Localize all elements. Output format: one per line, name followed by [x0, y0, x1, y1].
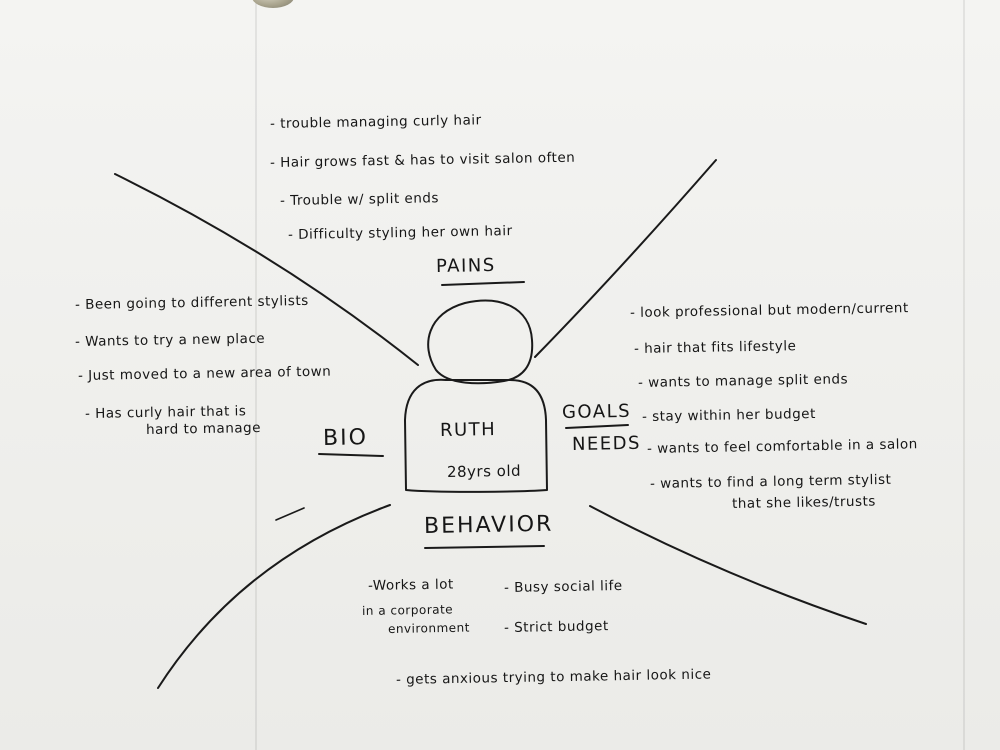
behavior-heading: BEHAVIOR: [423, 511, 554, 539]
bio-item-2: - Wants to try a new place: [74, 330, 266, 350]
behavior-item-1: -Works a lot: [367, 576, 454, 594]
needs-heading: NEEDS: [571, 432, 642, 455]
bio-heading: BIO: [322, 425, 369, 451]
divider-line-upper-right: [534, 159, 717, 358]
persona-body: [404, 378, 548, 493]
goals-underline: [565, 424, 629, 429]
persona-head: [427, 299, 534, 385]
pains-heading: PAINS: [435, 254, 496, 277]
goals-item-4: - stay within her budget: [641, 405, 816, 425]
divider-line-lower-right: [589, 505, 867, 625]
divider-line-lower-left: [157, 504, 391, 689]
persona-age: 28yrs old: [446, 461, 522, 481]
pains-underline: [441, 281, 525, 286]
board-seam-right: [963, 0, 965, 750]
persona-name: RUTH: [439, 419, 497, 441]
behavior-item-2: in a corporate: [361, 602, 454, 618]
behavior-item-5: - Strict budget: [503, 618, 609, 636]
pains-item-3: - Trouble w/ split ends: [279, 190, 440, 209]
stray-mark: [275, 507, 305, 521]
bio-item-4: - Has curly hair that is: [84, 403, 247, 422]
divider-line-upper-left: [114, 173, 419, 366]
goals-item-2: - hair that fits lifestyle: [633, 338, 797, 357]
bio-underline: [318, 453, 384, 457]
goals-heading: GOALS: [561, 400, 632, 423]
board-seam-left: [255, 0, 257, 750]
behavior-item-3: environment: [387, 620, 471, 636]
behavior-underline: [424, 545, 545, 549]
goals-item-7: that she likes/trusts: [731, 493, 877, 512]
bio-item-5: hard to manage: [145, 419, 262, 438]
behavior-item-4: - Busy social life: [503, 577, 623, 596]
magnet: [252, 0, 294, 8]
